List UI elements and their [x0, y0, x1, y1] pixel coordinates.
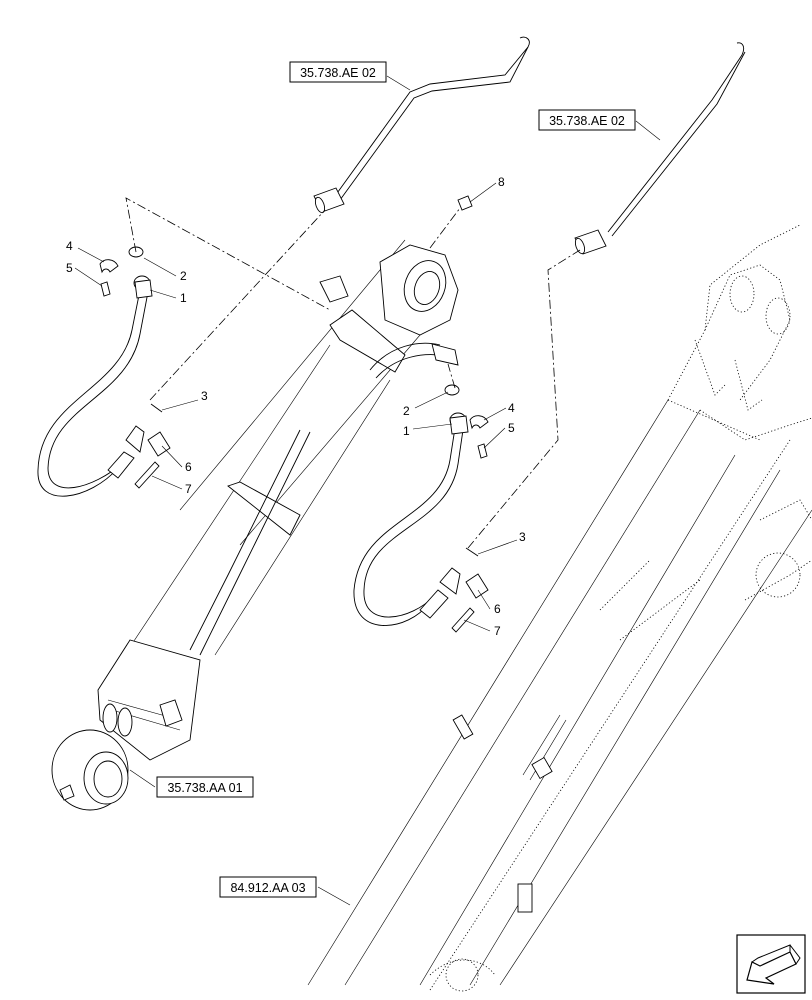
callout-right-seal: 3 [519, 530, 526, 544]
arrow-icon [736, 934, 806, 994]
callout-right-flange: 6 [494, 602, 501, 616]
assembly-lines [125, 197, 581, 549]
callout-left-screw: 5 [66, 261, 73, 275]
reference-label-pipe-upper-right[interactable]: 35.738.AE 02 [538, 109, 636, 131]
pipe-right [574, 42, 746, 255]
callout-left-clamp: 4 [66, 239, 73, 253]
callout-right-screw: 5 [508, 421, 515, 435]
callout-right-hose: 1 [403, 424, 410, 438]
svg-text:35.738.AE 02: 35.738.AE 02 [300, 66, 376, 80]
callout-left-flange: 6 [185, 460, 192, 474]
callout-right-oring: 2 [403, 404, 410, 418]
boom [307, 224, 812, 992]
callout-left-oring: 2 [180, 269, 187, 283]
callout-left-seal: 3 [201, 389, 208, 403]
hose-assembly-left [37, 246, 171, 497]
leader-lines [74, 75, 661, 906]
callout-left-bolt: 7 [185, 482, 192, 496]
callout-left-hose: 1 [180, 291, 187, 305]
reference-label-boom[interactable]: 84.912.AA 03 [219, 876, 317, 898]
callout-right-clamp: 4 [508, 401, 515, 415]
callout-right-plug: 8 [498, 175, 505, 189]
pipe-left [313, 36, 530, 214]
svg-text:35.738.AE 02: 35.738.AE 02 [549, 114, 625, 128]
hydraulic-cylinder [51, 239, 459, 811]
callout-right-bolt: 7 [494, 624, 501, 638]
hose-assembly-right [353, 195, 489, 633]
svg-text:35.738.AA 01: 35.738.AA 01 [167, 781, 242, 795]
reference-label-pipe-upper-left[interactable]: 35.738.AE 02 [289, 61, 387, 83]
svg-text:84.912.AA 03: 84.912.AA 03 [230, 881, 305, 895]
reference-label-cylinder[interactable]: 35.738.AA 01 [156, 776, 254, 798]
